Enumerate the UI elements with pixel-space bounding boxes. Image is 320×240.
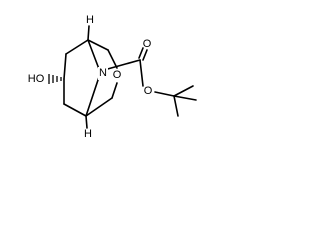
bond-tbu-me3: [173, 95, 179, 117]
bond-c4-c5: [63, 103, 87, 117]
bond-c1-c2: [65, 39, 89, 55]
hashed-wedge-bond: [48, 74, 62, 84]
atom-label-o-carbonyl: O: [143, 38, 152, 50]
atom-label-n: N: [99, 67, 107, 79]
bond-oester-tbu: [154, 91, 175, 97]
bond-c1-ch2: [87, 39, 109, 51]
bond-c2-c3: [63, 53, 67, 80]
bond-ch2-o: [107, 49, 118, 69]
bond-lines: [63, 25, 197, 129]
bond-c1-n: [87, 39, 100, 70]
bond-ch2b-c5: [85, 97, 113, 117]
atom-label-o-ester: O: [144, 85, 153, 97]
bond-tbu-me2: [173, 95, 197, 101]
bond-co-lower: [142, 49, 148, 61]
bond-o-ch2b: [111, 82, 118, 99]
bond-n-carbonyl: [103, 59, 141, 71]
atom-label-ho: HO: [28, 73, 45, 85]
bond-tbu-me1: [173, 85, 194, 97]
bond-co-upper: [138, 47, 144, 59]
bond-c1-h: [87, 25, 90, 41]
atom-labels: HO N O O O H H: [28, 14, 153, 140]
bond-c5-h: [85, 115, 88, 129]
atom-label-h-bottom: H: [84, 128, 92, 140]
bond-c-oester: [139, 59, 144, 87]
bond-c5-n: [85, 76, 100, 117]
chemical-structure: HO N O O O H H: [28, 14, 197, 140]
atom-label-o-ring: O: [113, 69, 122, 81]
atom-label-h-top: H: [86, 14, 94, 26]
